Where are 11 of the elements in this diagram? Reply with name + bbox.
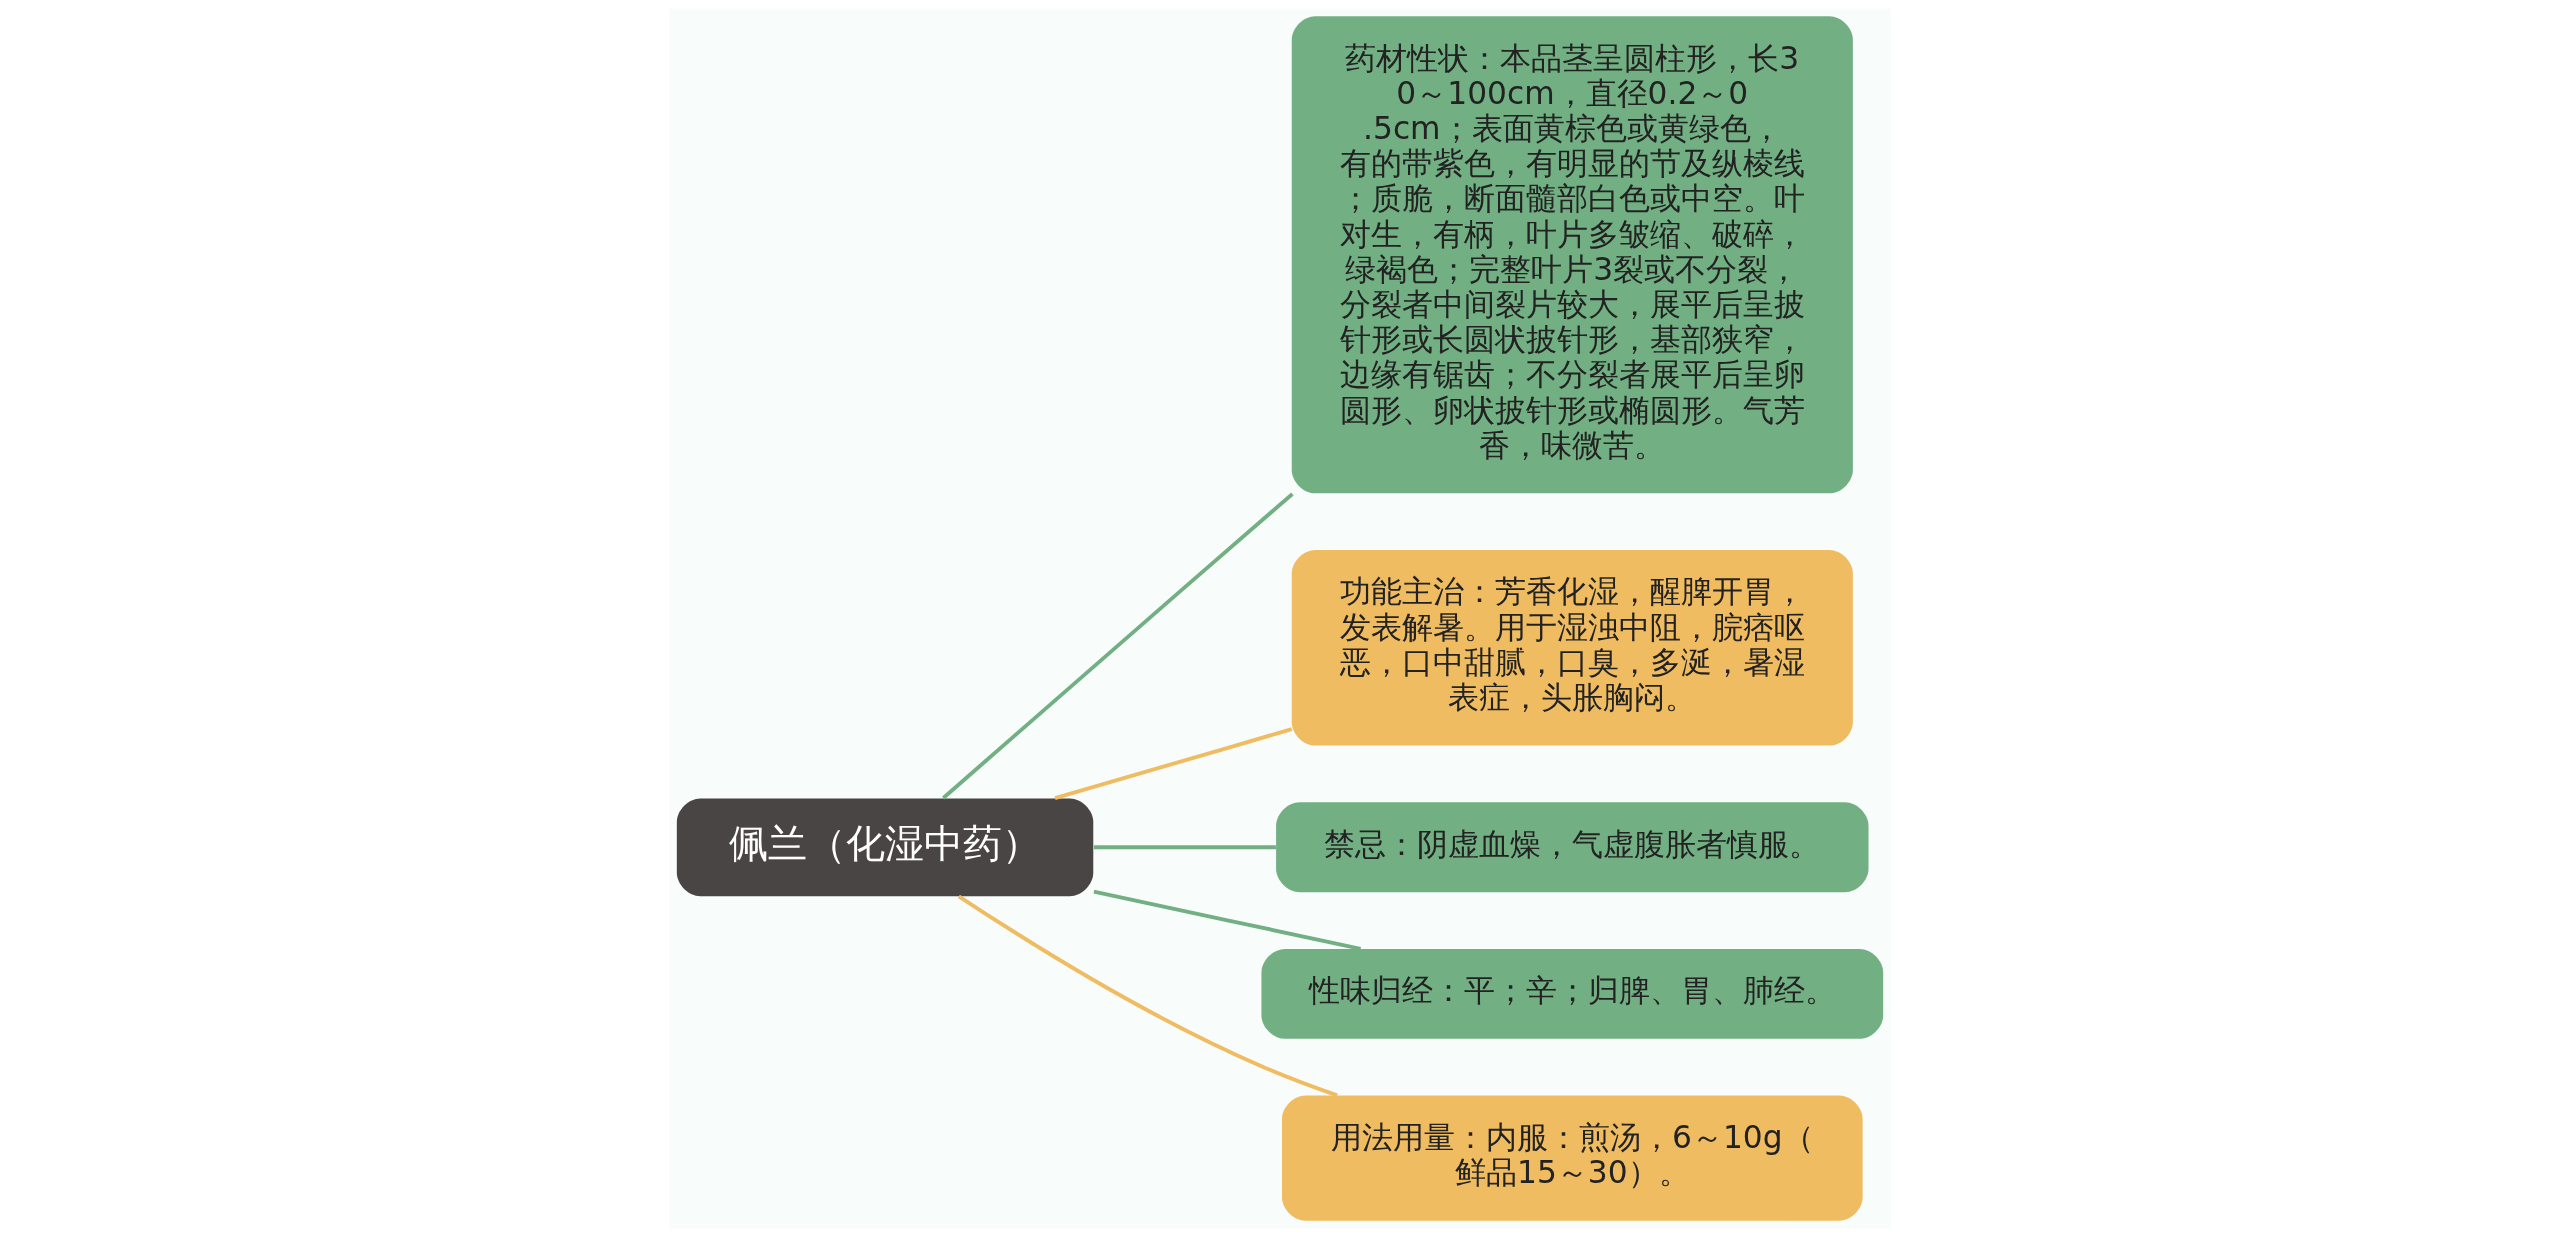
connector: [957, 894, 1338, 1098]
connector: [1093, 889, 1362, 951]
connector: [1054, 727, 1293, 801]
node-box: 用法用量：内服：煎汤，6～10g（鲜品15～30）。: [1281, 1095, 1863, 1221]
connector: [942, 492, 1294, 800]
node-box: 药材性状：本品茎呈圆柱形，长30～100cm，直径0.2～0.5cm；表面黄棕色或黄绿色，有的带紫色，有明显的节及纵棱线；质脆，断面髓部白色或中空。叶对生，有柄，叶片多皱缩、破碎，绿褐色；完整叶片3裂或不分裂，分裂者中间裂片较大，展平后呈披针形或长圆状披针形，基部狭窄，边缘有锯齿；不分裂者展平后呈卵圆形、卵状披针形或椭圆形。气芳香，味微苦。: [1291, 16, 1853, 494]
node-box: 功能主治：芳香化湿，醒脾开胃，发表解暑。用于湿浊中阻，脘痞呕恶，口中甜腻，口臭，多涎，暑湿表症，头胀胸闷。: [1291, 550, 1853, 746]
node-box: 性味归经：平；辛；归脾、胃、肺经。: [1261, 948, 1884, 1039]
connector: [1093, 845, 1276, 850]
node-box: 禁忌：阴虚血燥，气虚腹胀者慎服。: [1276, 802, 1869, 893]
node-box: 佩兰（化湿中药）: [676, 798, 1094, 897]
